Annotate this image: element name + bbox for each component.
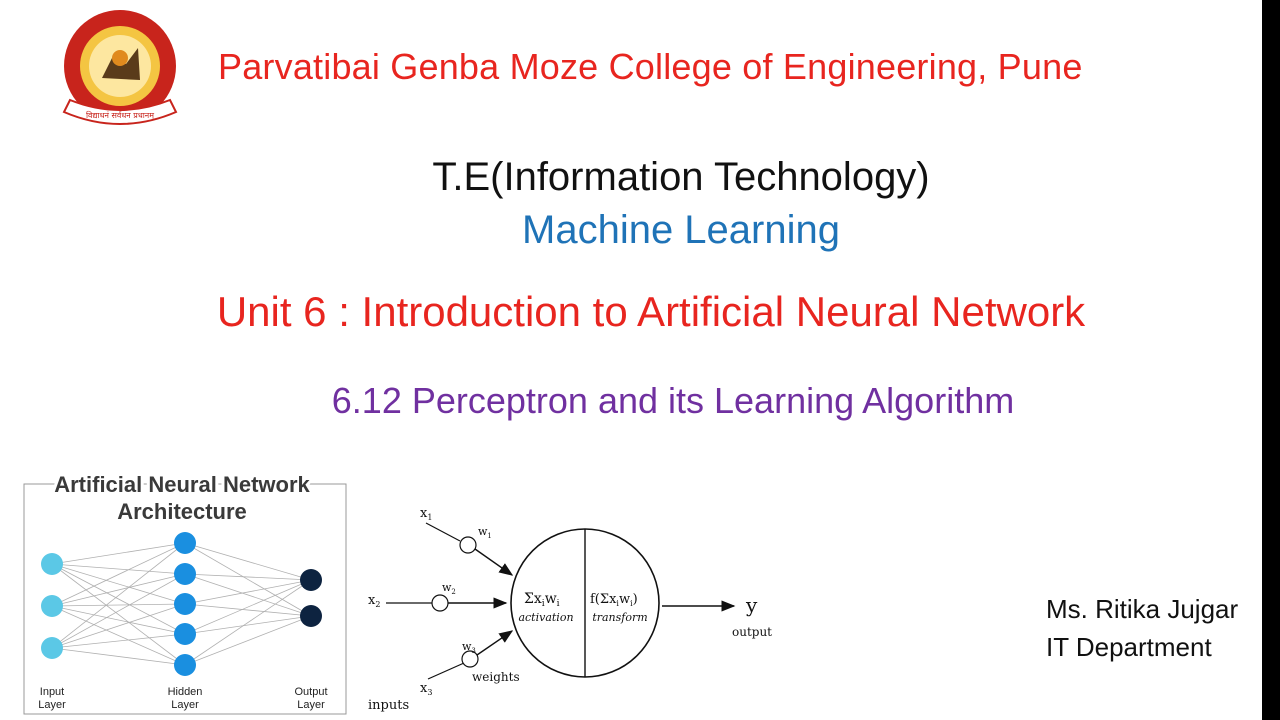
input-x1: x1 bbox=[420, 506, 432, 522]
output-y: y bbox=[745, 593, 758, 617]
ann-connection bbox=[51, 542, 186, 607]
transform-label: transform bbox=[592, 611, 647, 624]
input-x1-line bbox=[425, 522, 461, 542]
input-node bbox=[41, 595, 63, 617]
hidden-node bbox=[174, 563, 196, 585]
hidden-layer-label-2: Layer bbox=[171, 699, 199, 711]
ann-connection bbox=[184, 579, 312, 635]
input-x2: x2 bbox=[368, 593, 380, 609]
ann-connection bbox=[184, 615, 312, 635]
ann-architecture-figure: Artificial Neural Network Architecture I… bbox=[23, 470, 347, 715]
ann-connection bbox=[51, 573, 186, 649]
perceptron-figure: x1 w1 x2 w2 x3 w3 weights inputs Σxiwi a… bbox=[368, 506, 772, 713]
ann-connection bbox=[51, 542, 186, 565]
weight-w2-node bbox=[431, 594, 449, 612]
output-layer-label-1: Output bbox=[294, 686, 327, 698]
activation-label: activation bbox=[518, 611, 573, 624]
hidden-node bbox=[174, 623, 196, 645]
weight-w2: w2 bbox=[442, 581, 456, 596]
presenter-name: Ms. Ritika Jujgar bbox=[1046, 594, 1239, 624]
weight-w3: w3 bbox=[462, 640, 476, 655]
subject-title: Machine Learning bbox=[522, 208, 840, 252]
input-x3-line bbox=[427, 662, 465, 680]
output-layer-label-2: Layer bbox=[297, 699, 325, 711]
ann-title-line2: Architecture bbox=[117, 499, 247, 524]
topic-title: 6.12 Perceptron and its Learning Algorit… bbox=[331, 380, 1015, 421]
inputs-label: inputs bbox=[368, 698, 409, 713]
ann-connection bbox=[184, 542, 312, 581]
ann-connection bbox=[51, 603, 186, 607]
transform-formula: f(Σxiwi) bbox=[590, 592, 638, 608]
ann-connection bbox=[184, 573, 312, 581]
input-x3: x3 bbox=[420, 681, 432, 697]
hidden-node bbox=[174, 593, 196, 615]
ann-connection bbox=[184, 579, 312, 666]
input-node bbox=[41, 553, 63, 575]
hidden-node bbox=[174, 654, 196, 676]
ann-connection bbox=[184, 603, 312, 617]
output-node bbox=[300, 605, 322, 627]
ann-connection bbox=[51, 563, 186, 635]
ann-connection bbox=[51, 563, 186, 666]
ann-connection bbox=[184, 573, 312, 617]
ann-connection bbox=[51, 647, 186, 666]
ann-nodes bbox=[41, 532, 322, 676]
course-title: T.E(Information Technology) bbox=[432, 155, 930, 199]
weights-label: weights bbox=[472, 670, 520, 684]
weight-w1: w1 bbox=[478, 525, 492, 540]
input-layer-label-1: Input bbox=[40, 686, 64, 698]
weight-w3-node bbox=[461, 650, 479, 668]
presenter-block: Ms. Ritika Jujgar IT Department bbox=[1046, 590, 1238, 666]
presenter-department: IT Department bbox=[1046, 632, 1212, 662]
ann-connection bbox=[51, 573, 186, 607]
ann-connection bbox=[51, 605, 186, 635]
unit-title: Unit 6 : Introduction to Artificial Neur… bbox=[216, 288, 1086, 335]
ann-connection bbox=[51, 563, 186, 605]
input-layer-label-2: Layer bbox=[38, 699, 66, 711]
ann-connection bbox=[184, 579, 312, 605]
ann-connection bbox=[51, 633, 186, 649]
ann-connections bbox=[51, 542, 312, 666]
ann-connection bbox=[51, 563, 186, 575]
ann-connection bbox=[51, 605, 186, 666]
ann-connection bbox=[51, 542, 186, 649]
output-label: output bbox=[732, 625, 772, 639]
weight-w1-node bbox=[459, 536, 477, 554]
weight-w1-arrow bbox=[474, 548, 514, 576]
ann-connection bbox=[51, 603, 186, 649]
output-node bbox=[300, 569, 322, 591]
input-node bbox=[41, 637, 63, 659]
hidden-layer-label-1: Hidden bbox=[168, 686, 203, 698]
college-logo: विद्याधनं सर्वधन प्रधानम् bbox=[62, 10, 178, 125]
ann-title-line1: Artificial Neural Network bbox=[54, 472, 310, 497]
summation-label: Σxiwi bbox=[524, 591, 560, 609]
ann-connection bbox=[184, 615, 312, 666]
logo-motto: विद्याधनं सर्वधन प्रधानम् bbox=[86, 110, 156, 121]
weight-w3-arrow bbox=[476, 630, 514, 656]
ann-connection bbox=[184, 542, 312, 617]
college-name: Parvatibai Genba Moze College of Enginee… bbox=[218, 46, 1083, 87]
hidden-node bbox=[174, 532, 196, 554]
